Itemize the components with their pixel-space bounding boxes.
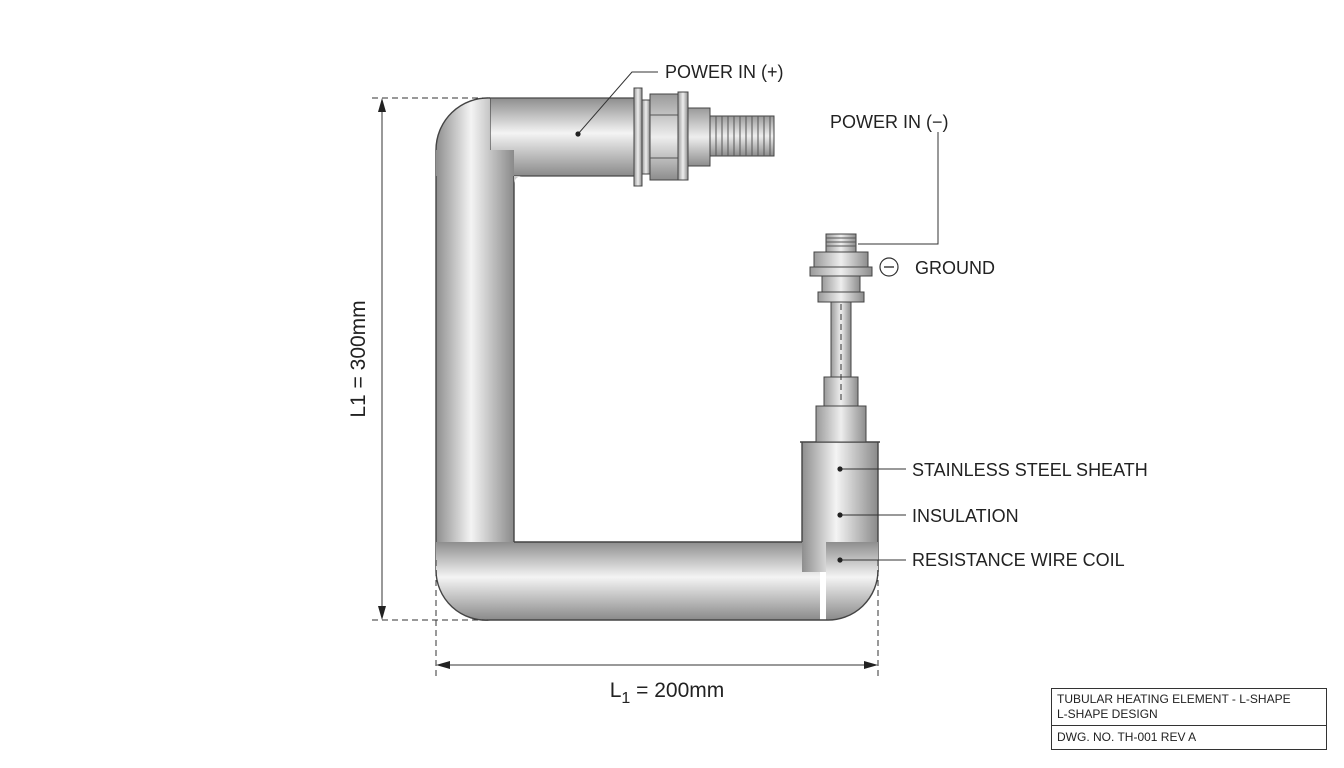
top-terminal-fitting [633,87,775,187]
leader-lines [577,71,939,561]
label-insulation: INSULATION [912,506,1019,526]
dimension-vertical-label: L1 = 300mm [347,300,370,417]
dim-h-sub: 1 [621,690,630,707]
leader-dots [575,131,843,563]
label-ground: GROUND [915,258,995,278]
heating-tube [435,97,880,621]
dim-h-prefix: L [610,679,622,702]
title-block-header: TUBULAR HEATING ELEMENT - L-SHAPE L-SHAP… [1052,689,1326,726]
title-line-1: TUBULAR HEATING ELEMENT - L-SHAPE [1057,692,1291,706]
title-line-2: L-SHAPE DESIGN [1057,707,1158,721]
drawing-number: DWG. NO. TH-001 REV A [1057,730,1197,744]
dimension-arrows [378,98,878,669]
dimension-horizontal-label: L1 = 200mm [610,679,725,707]
dimension-lines [372,97,879,676]
right-terminal-fitting [809,233,873,443]
dim-h-suffix: = 200mm [630,679,724,702]
minus-circle-icon [879,257,899,277]
label-sheath: STAINLESS STEEL SHEATH [912,460,1148,480]
title-block-footer: DWG. NO. TH-001 REV A [1052,726,1326,749]
label-resistance-coil: RESISTANCE WIRE COIL [912,550,1125,570]
label-power-in-neg: POWER IN (−) [830,112,949,132]
label-power-in-pos: POWER IN (+) [665,62,784,82]
title-block: TUBULAR HEATING ELEMENT - L-SHAPE L-SHAP… [1051,688,1327,750]
